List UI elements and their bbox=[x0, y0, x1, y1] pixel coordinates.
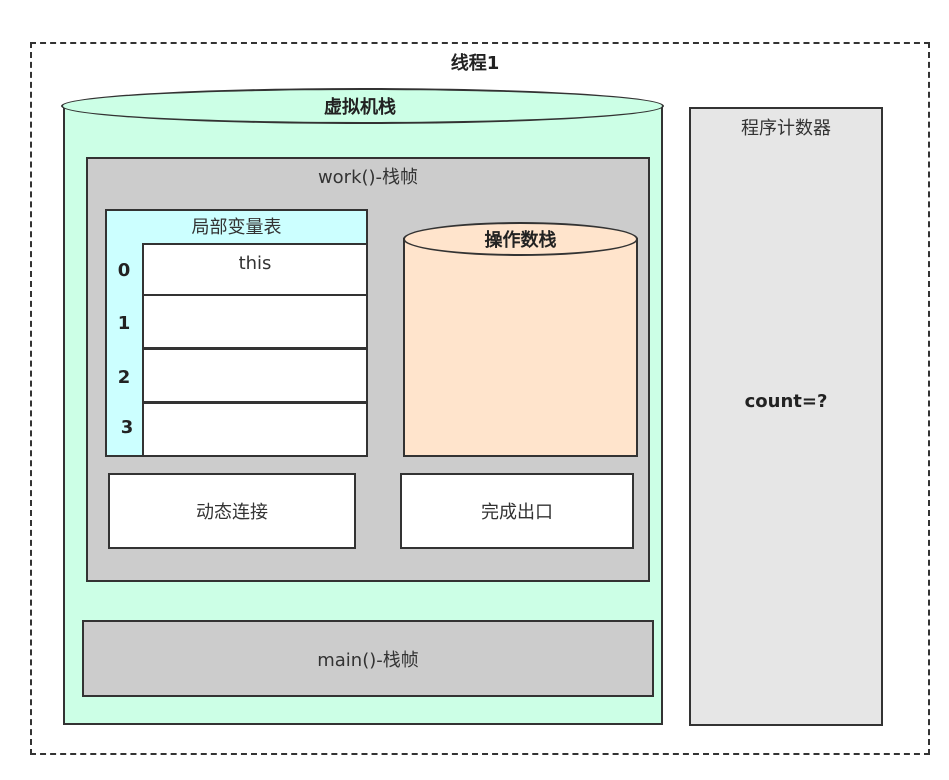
operand-stack-top-ellipse bbox=[403, 222, 638, 256]
lvt-index-3: 3 bbox=[120, 417, 134, 438]
program-counter-value: count=? bbox=[744, 390, 828, 412]
lvt-slot-0: this bbox=[142, 243, 368, 298]
operand-stack-body bbox=[403, 238, 638, 457]
program-counter-title: 程序计数器 bbox=[741, 118, 831, 139]
lvt-slot-3 bbox=[142, 402, 368, 457]
thread-title: 线程1 bbox=[450, 53, 500, 74]
local-variable-table-title: 局部变量表 bbox=[191, 217, 282, 238]
vm-stack-top-ellipse bbox=[61, 88, 664, 124]
program-counter bbox=[689, 107, 883, 726]
vm-stack-label: 虚拟机栈 bbox=[324, 97, 396, 118]
work-frame-label: work()-栈帧 bbox=[317, 167, 419, 188]
operand-stack-label: 操作数栈 bbox=[484, 230, 557, 251]
lvt-index-2: 2 bbox=[117, 367, 131, 388]
return-address-box: 完成出口 bbox=[400, 473, 634, 549]
dynamic-link-box: 动态连接 bbox=[108, 473, 356, 549]
lvt-index-0: 0 bbox=[117, 260, 131, 281]
thread-container bbox=[30, 42, 930, 755]
lvt-index-1: 1 bbox=[117, 313, 131, 334]
lvt-slot-1 bbox=[142, 294, 368, 349]
lvt-slot-2 bbox=[142, 348, 368, 403]
main-frame: main()-栈帧 bbox=[82, 620, 654, 697]
